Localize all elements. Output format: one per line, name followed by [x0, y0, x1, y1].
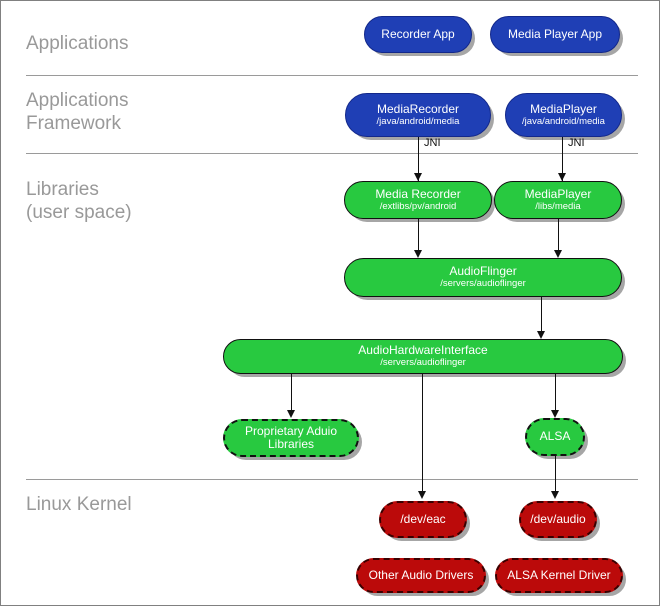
node-mediaplayer-framework-path: /java/android/media	[522, 115, 605, 127]
arrowhead-ahi-to-dev-eac	[417, 491, 426, 499]
node-proprietary-audio-libraries[interactable]: Proprietary Aduio Libraries	[223, 419, 359, 457]
node-media-player-app-title: Media Player App	[507, 26, 603, 41]
connector-ahi-to-alsa	[555, 374, 556, 410]
edge-label-jni-right: JNI	[568, 137, 585, 149]
node-audioflinger-path: /servers/audioflinger	[440, 278, 526, 290]
node-media-recorder-lib-path: /extlibs/pv/android	[379, 200, 457, 212]
node-mediarecorder-framework-path: /java/android/media	[376, 115, 460, 127]
node-other-audio-drivers[interactable]: Other Audio Drivers	[356, 558, 486, 593]
node-audioflinger-title: AudioFlinger	[449, 264, 517, 279]
node-alsa-kernel-driver-title: ALSA Kernel Driver	[507, 567, 611, 582]
node-mediaplayer-lib[interactable]: MediaPlayer /libs/media	[494, 181, 622, 219]
connector-ahi-to-proprietary-libraries	[291, 374, 292, 410]
section-label-applications: Applications	[26, 33, 129, 54]
section-label-linux-kernel: Linux Kernel	[26, 494, 132, 515]
node-other-audio-drivers-title: Other Audio Drivers	[368, 567, 474, 582]
arrowhead-mediarecorder-jni	[413, 173, 422, 181]
node-dev-audio[interactable]: /dev/audio	[519, 501, 597, 538]
node-media-recorder-lib-title: Media Recorder	[375, 186, 461, 201]
connector-ahi-to-dev-eac	[422, 374, 423, 491]
connector-mediarecorder-jni	[418, 137, 419, 181]
node-dev-audio-title: /dev/audio	[530, 511, 586, 526]
node-mediaplayer-lib-title: MediaPlayer	[524, 186, 592, 201]
arrowhead-ahi-to-alsa	[550, 410, 559, 418]
divider-libraries-kernel	[26, 479, 638, 480]
connector-mediaplayer-to-audioflinger	[558, 219, 559, 250]
node-alsa-kernel-driver[interactable]: ALSA Kernel Driver	[495, 558, 623, 593]
arrowhead-mediaplayer-to-audioflinger	[553, 250, 562, 258]
node-recorder-app-title: Recorder App	[381, 26, 455, 41]
node-media-player-app[interactable]: Media Player App	[490, 16, 620, 53]
connector-mediaplayer-jni	[562, 137, 563, 181]
connector-audioflinger-to-audiohardwareinterface	[541, 297, 542, 331]
connector-media-recorder-to-audioflinger	[418, 219, 419, 250]
arrowhead-mediaplayer-jni	[557, 173, 566, 181]
section-label-applications-framework: Applications Framework	[26, 90, 129, 134]
node-dev-eac-title: /dev/eac	[400, 511, 446, 526]
arrowhead-media-recorder-to-audioflinger	[413, 250, 422, 258]
connector-alsa-to-dev-audio	[555, 456, 556, 491]
node-dev-eac[interactable]: /dev/eac	[379, 501, 467, 538]
node-mediaplayer-lib-path: /libs/media	[535, 200, 581, 212]
divider-framework-libraries	[26, 153, 638, 154]
node-alsa[interactable]: ALSA	[525, 418, 585, 456]
node-alsa-title: ALSA	[539, 429, 571, 444]
node-audiohardwareinterface-title: AudioHardwareInterface	[358, 343, 488, 358]
arrowhead-alsa-to-dev-audio	[550, 491, 559, 499]
node-audiohardwareinterface[interactable]: AudioHardwareInterface /servers/audiofli…	[223, 339, 623, 374]
divider-applications-framework	[26, 75, 638, 76]
node-mediarecorder-framework[interactable]: MediaRecorder /java/android/media	[345, 93, 491, 137]
edge-label-jni-left: JNI	[424, 137, 441, 149]
arrowhead-ahi-to-proprietary-libraries	[286, 410, 295, 418]
node-audiohardwareinterface-path: /servers/audioflinger	[380, 357, 466, 369]
node-media-recorder-lib[interactable]: Media Recorder /extlibs/pv/android	[344, 181, 492, 219]
node-proprietary-audio-libraries-title: Proprietary Aduio Libraries	[244, 423, 338, 451]
node-mediarecorder-framework-title: MediaRecorder	[376, 101, 460, 116]
section-label-libraries: Libraries (user space)	[26, 179, 132, 223]
node-audioflinger[interactable]: AudioFlinger /servers/audioflinger	[344, 258, 622, 297]
node-recorder-app[interactable]: Recorder App	[364, 16, 472, 53]
arrowhead-audioflinger-to-audiohardwareinterface	[536, 331, 545, 339]
node-mediaplayer-framework[interactable]: MediaPlayer /java/android/media	[505, 93, 622, 137]
node-mediaplayer-framework-title: MediaPlayer	[530, 101, 597, 116]
